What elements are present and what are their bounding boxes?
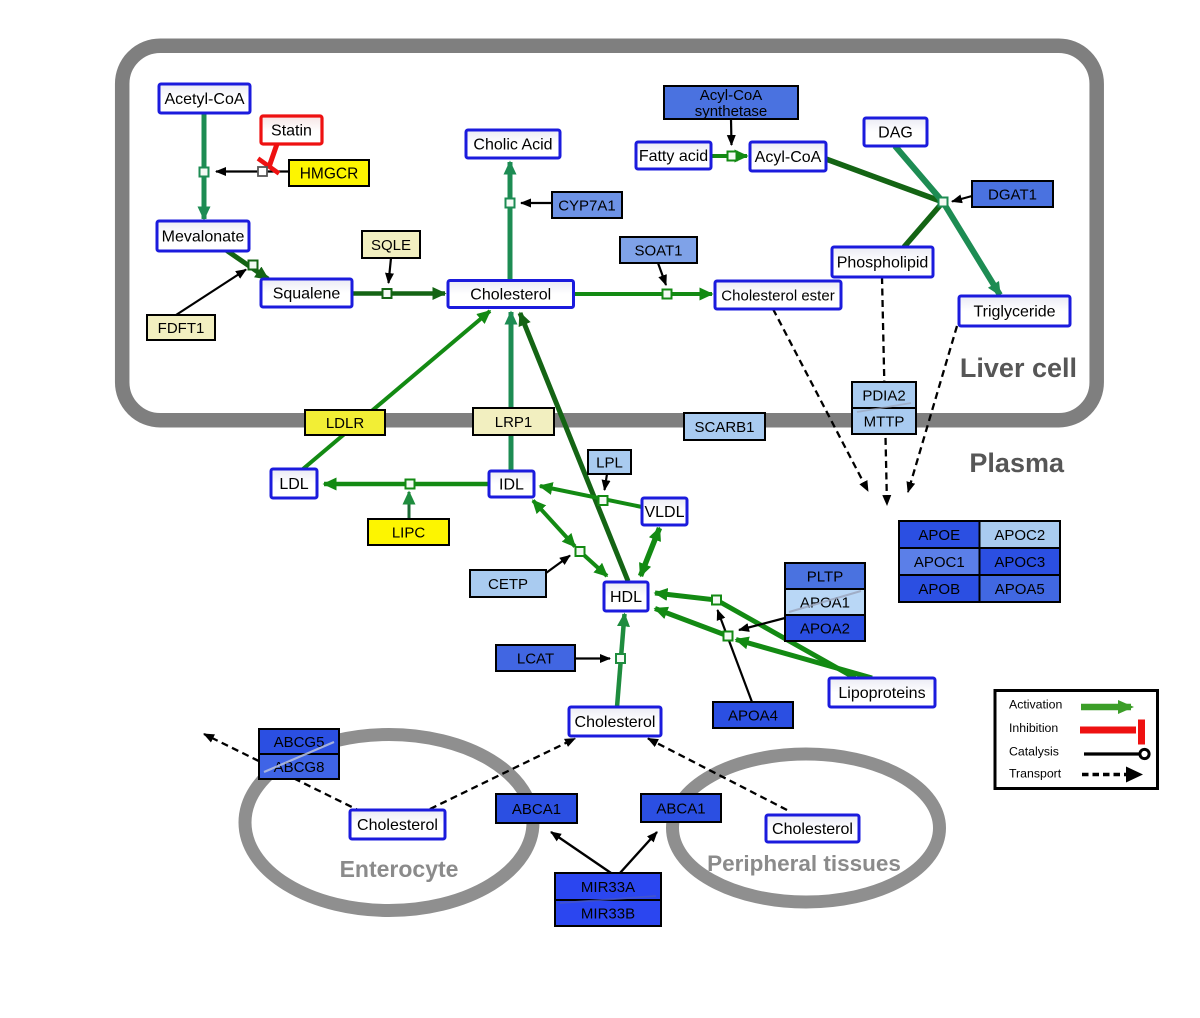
svg-text:LDL: LDL (279, 476, 308, 493)
svg-text:ABCG8: ABCG8 (274, 759, 325, 776)
svg-text:LIPC: LIPC (392, 524, 426, 541)
svg-text:Cholesterol: Cholesterol (772, 821, 853, 838)
svg-text:MIR33A: MIR33A (581, 879, 635, 896)
svg-text:Phospholipid: Phospholipid (837, 255, 929, 272)
svg-text:ABCG5: ABCG5 (274, 734, 325, 751)
svg-text:FDFT1: FDFT1 (158, 320, 205, 337)
svg-text:APOC2: APOC2 (994, 527, 1045, 544)
svg-text:Enterocyte: Enterocyte (340, 856, 459, 882)
svg-text:LCAT: LCAT (517, 650, 554, 667)
svg-text:SOAT1: SOAT1 (634, 242, 682, 259)
svg-text:APOE: APOE (918, 527, 960, 544)
svg-text:Cholesterol: Cholesterol (357, 817, 438, 834)
svg-text:Liver cell: Liver cell (960, 353, 1077, 383)
svg-text:Acyl-CoA: Acyl-CoA (700, 87, 763, 104)
svg-text:VLDL: VLDL (644, 504, 684, 521)
svg-text:Cholesterol: Cholesterol (575, 714, 656, 731)
svg-text:DAG: DAG (878, 125, 913, 142)
svg-text:ABCA1: ABCA1 (512, 801, 561, 818)
svg-text:Cholesterol ester: Cholesterol ester (721, 287, 834, 304)
svg-text:LDLR: LDLR (326, 415, 365, 432)
svg-text:SQLE: SQLE (371, 237, 411, 254)
svg-text:APOA2: APOA2 (800, 620, 850, 637)
svg-text:HMGCR: HMGCR (300, 165, 359, 182)
svg-text:Squalene: Squalene (273, 286, 341, 303)
svg-text:SCARB1: SCARB1 (694, 419, 754, 436)
svg-text:Cholic Acid: Cholic Acid (473, 137, 552, 154)
svg-text:Acetyl-CoA: Acetyl-CoA (164, 91, 244, 108)
svg-text:Catalysis: Catalysis (1009, 745, 1059, 759)
svg-text:Inhibition: Inhibition (1009, 721, 1058, 735)
svg-text:MIR33B: MIR33B (581, 905, 635, 922)
svg-text:APOA4: APOA4 (728, 707, 778, 724)
svg-text:Plasma: Plasma (969, 448, 1065, 478)
svg-text:APOA5: APOA5 (995, 581, 1045, 598)
svg-text:LRP1: LRP1 (495, 414, 533, 431)
svg-text:ABCA1: ABCA1 (656, 800, 705, 817)
svg-text:Fatty acid: Fatty acid (639, 148, 708, 165)
svg-text:APOC3: APOC3 (994, 554, 1045, 571)
svg-text:LPL: LPL (596, 454, 623, 471)
svg-text:DGAT1: DGAT1 (988, 186, 1037, 203)
svg-text:Transport: Transport (1009, 767, 1062, 781)
svg-text:Cholesterol: Cholesterol (470, 287, 551, 304)
svg-text:Triglyceride: Triglyceride (973, 304, 1055, 321)
svg-text:MTTP: MTTP (864, 413, 905, 430)
svg-text:Peripheral tissues: Peripheral tissues (707, 851, 901, 876)
svg-text:APOB: APOB (918, 581, 960, 598)
svg-text:Statin: Statin (271, 123, 312, 140)
svg-text:Acyl-CoA: Acyl-CoA (755, 149, 822, 166)
svg-text:PLTP: PLTP (807, 568, 843, 585)
svg-text:IDL: IDL (499, 477, 524, 494)
svg-text:Lipoproteins: Lipoproteins (838, 685, 925, 702)
svg-text:synthetase: synthetase (695, 103, 768, 120)
svg-text:APOC1: APOC1 (914, 554, 965, 571)
svg-text:HDL: HDL (610, 589, 642, 606)
svg-text:CETP: CETP (488, 576, 528, 593)
svg-text:Activation: Activation (1009, 698, 1062, 712)
svg-text:Mevalonate: Mevalonate (162, 229, 245, 246)
svg-text:PDIA2: PDIA2 (862, 387, 905, 404)
svg-text:CYP7A1: CYP7A1 (558, 197, 616, 214)
